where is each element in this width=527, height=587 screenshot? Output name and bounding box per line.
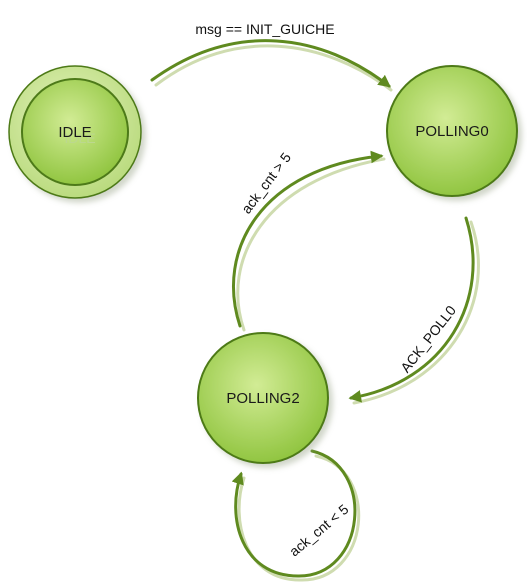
edge-label-idle-to-polling0: msg == INIT_GUICHE: [195, 21, 334, 37]
node-polling2-label: POLLING2: [226, 390, 299, 407]
edge-idle-to-polling0: [150, 39, 393, 92]
node-polling0-label: POLLING0: [415, 123, 488, 140]
edge-polling0-to-polling2: [348, 216, 480, 405]
node-polling2: POLLING2: [197, 332, 329, 464]
node-polling2-circle: [197, 332, 329, 464]
node-idle-ghost-label: IDLE: [64, 130, 95, 146]
edge-polling2-to-polling0: [232, 150, 386, 332]
node-polling0: POLLING0: [386, 65, 518, 197]
edge-polling2-self-loop: [231, 449, 361, 582]
node-idle-label: IDLE: [58, 124, 91, 141]
edge-label-polling2-self-loop: ack_cnt < 5: [286, 501, 352, 560]
node-idle: IDLE IDLE: [8, 65, 142, 199]
node-polling0-circle: [386, 65, 518, 197]
node-idle-inner-circle: [21, 78, 129, 186]
